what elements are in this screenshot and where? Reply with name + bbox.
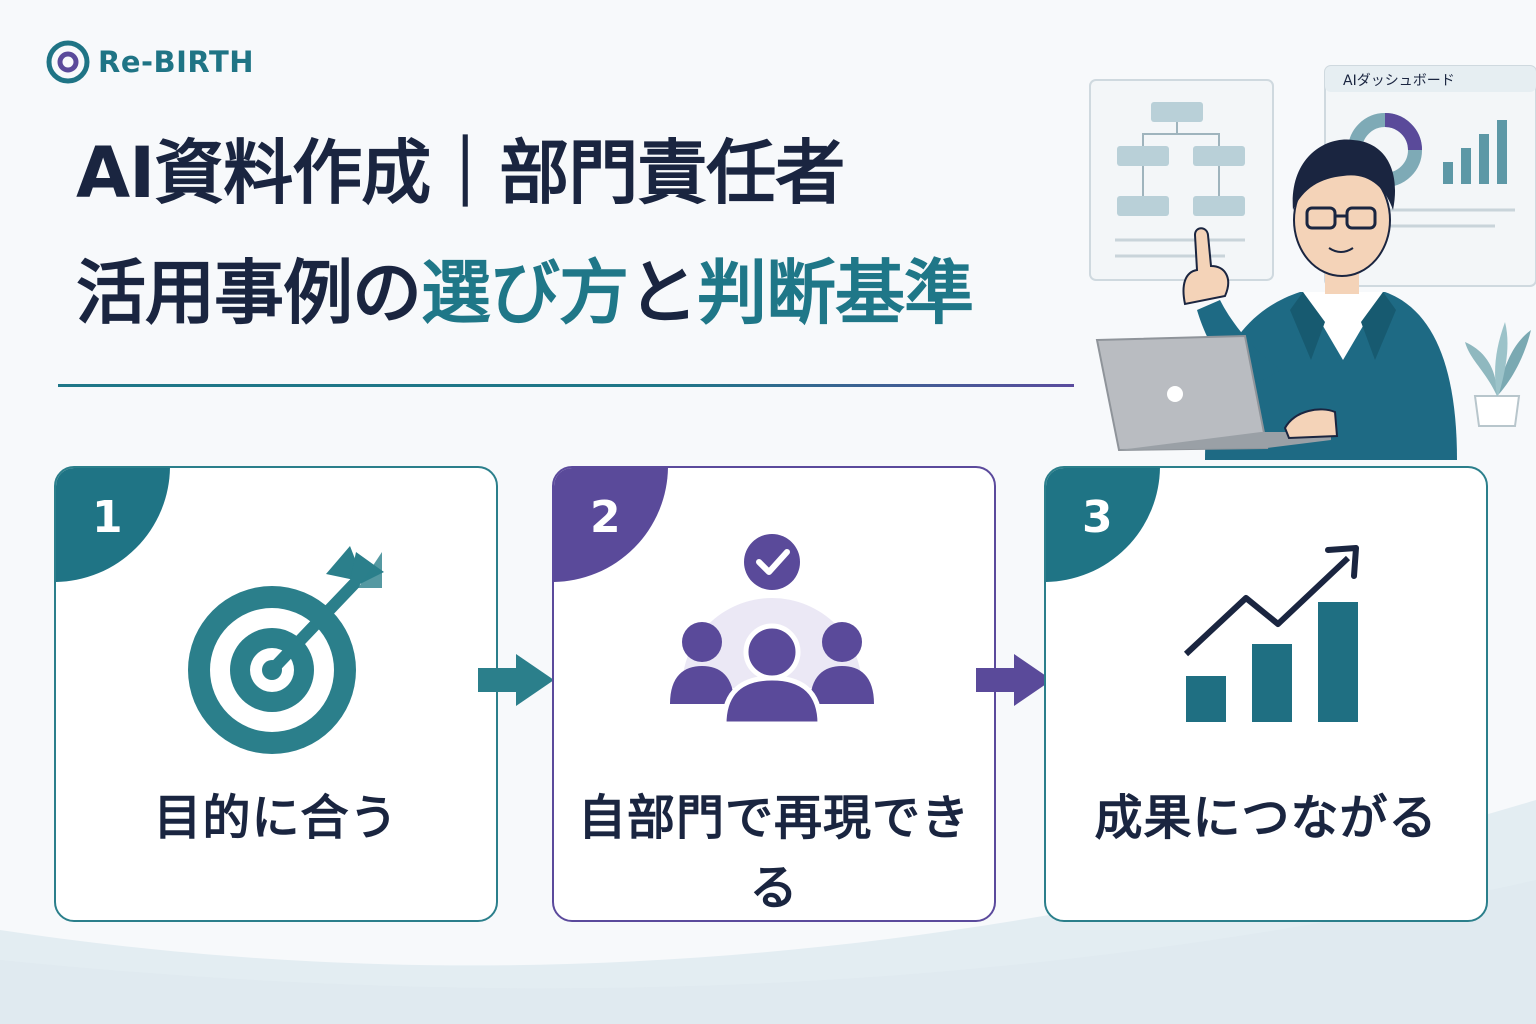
businessman-illustration: AIダッシュボード (1089, 65, 1536, 460)
logo-icon (46, 40, 90, 84)
arrow-right-icon (478, 654, 554, 706)
page-title-line1: AI資料作成｜部門責任者 (76, 132, 845, 214)
target-arrow-icon (188, 546, 384, 754)
plant-icon (1465, 322, 1531, 427)
brand-name: Re-BIRTH (98, 45, 255, 79)
bar-chart-icon (1443, 120, 1507, 184)
team-check-icon (670, 534, 874, 727)
step-number: 3 (1082, 492, 1113, 543)
flowchart-icon (1089, 79, 1274, 281)
step-card-3: 3 成果につながる (1044, 466, 1488, 922)
step-label: 成果につながる (1094, 790, 1438, 846)
step-label: 自部門で再現できる (577, 790, 970, 916)
title-part-cases: 活用事例の (76, 252, 422, 334)
step-card-2: 2 自部門で再現できる (552, 466, 996, 922)
laptop-icon (1095, 334, 1339, 452)
page-title-line2: 活用事例の選び方と判断基準 (76, 258, 974, 328)
step-number-badge: 1 (56, 468, 170, 582)
dashboard-title: AIダッシュボード (1343, 73, 1455, 89)
growth-chart-icon (1183, 545, 1359, 722)
arrow-right-icon (976, 654, 1052, 706)
step-number: 1 (92, 492, 123, 543)
title-part-criteria: 判断基準 (697, 252, 974, 334)
title-part-and: と (628, 252, 698, 334)
step-card-1: 1 目的に合う (54, 466, 498, 922)
brand-logo[interactable]: Re-BIRTH (46, 40, 254, 84)
step-label: 目的に合う (153, 790, 399, 846)
title-part-choose: 選び方 (421, 252, 629, 334)
title-divider (58, 384, 1074, 387)
step-number: 2 (590, 492, 621, 543)
